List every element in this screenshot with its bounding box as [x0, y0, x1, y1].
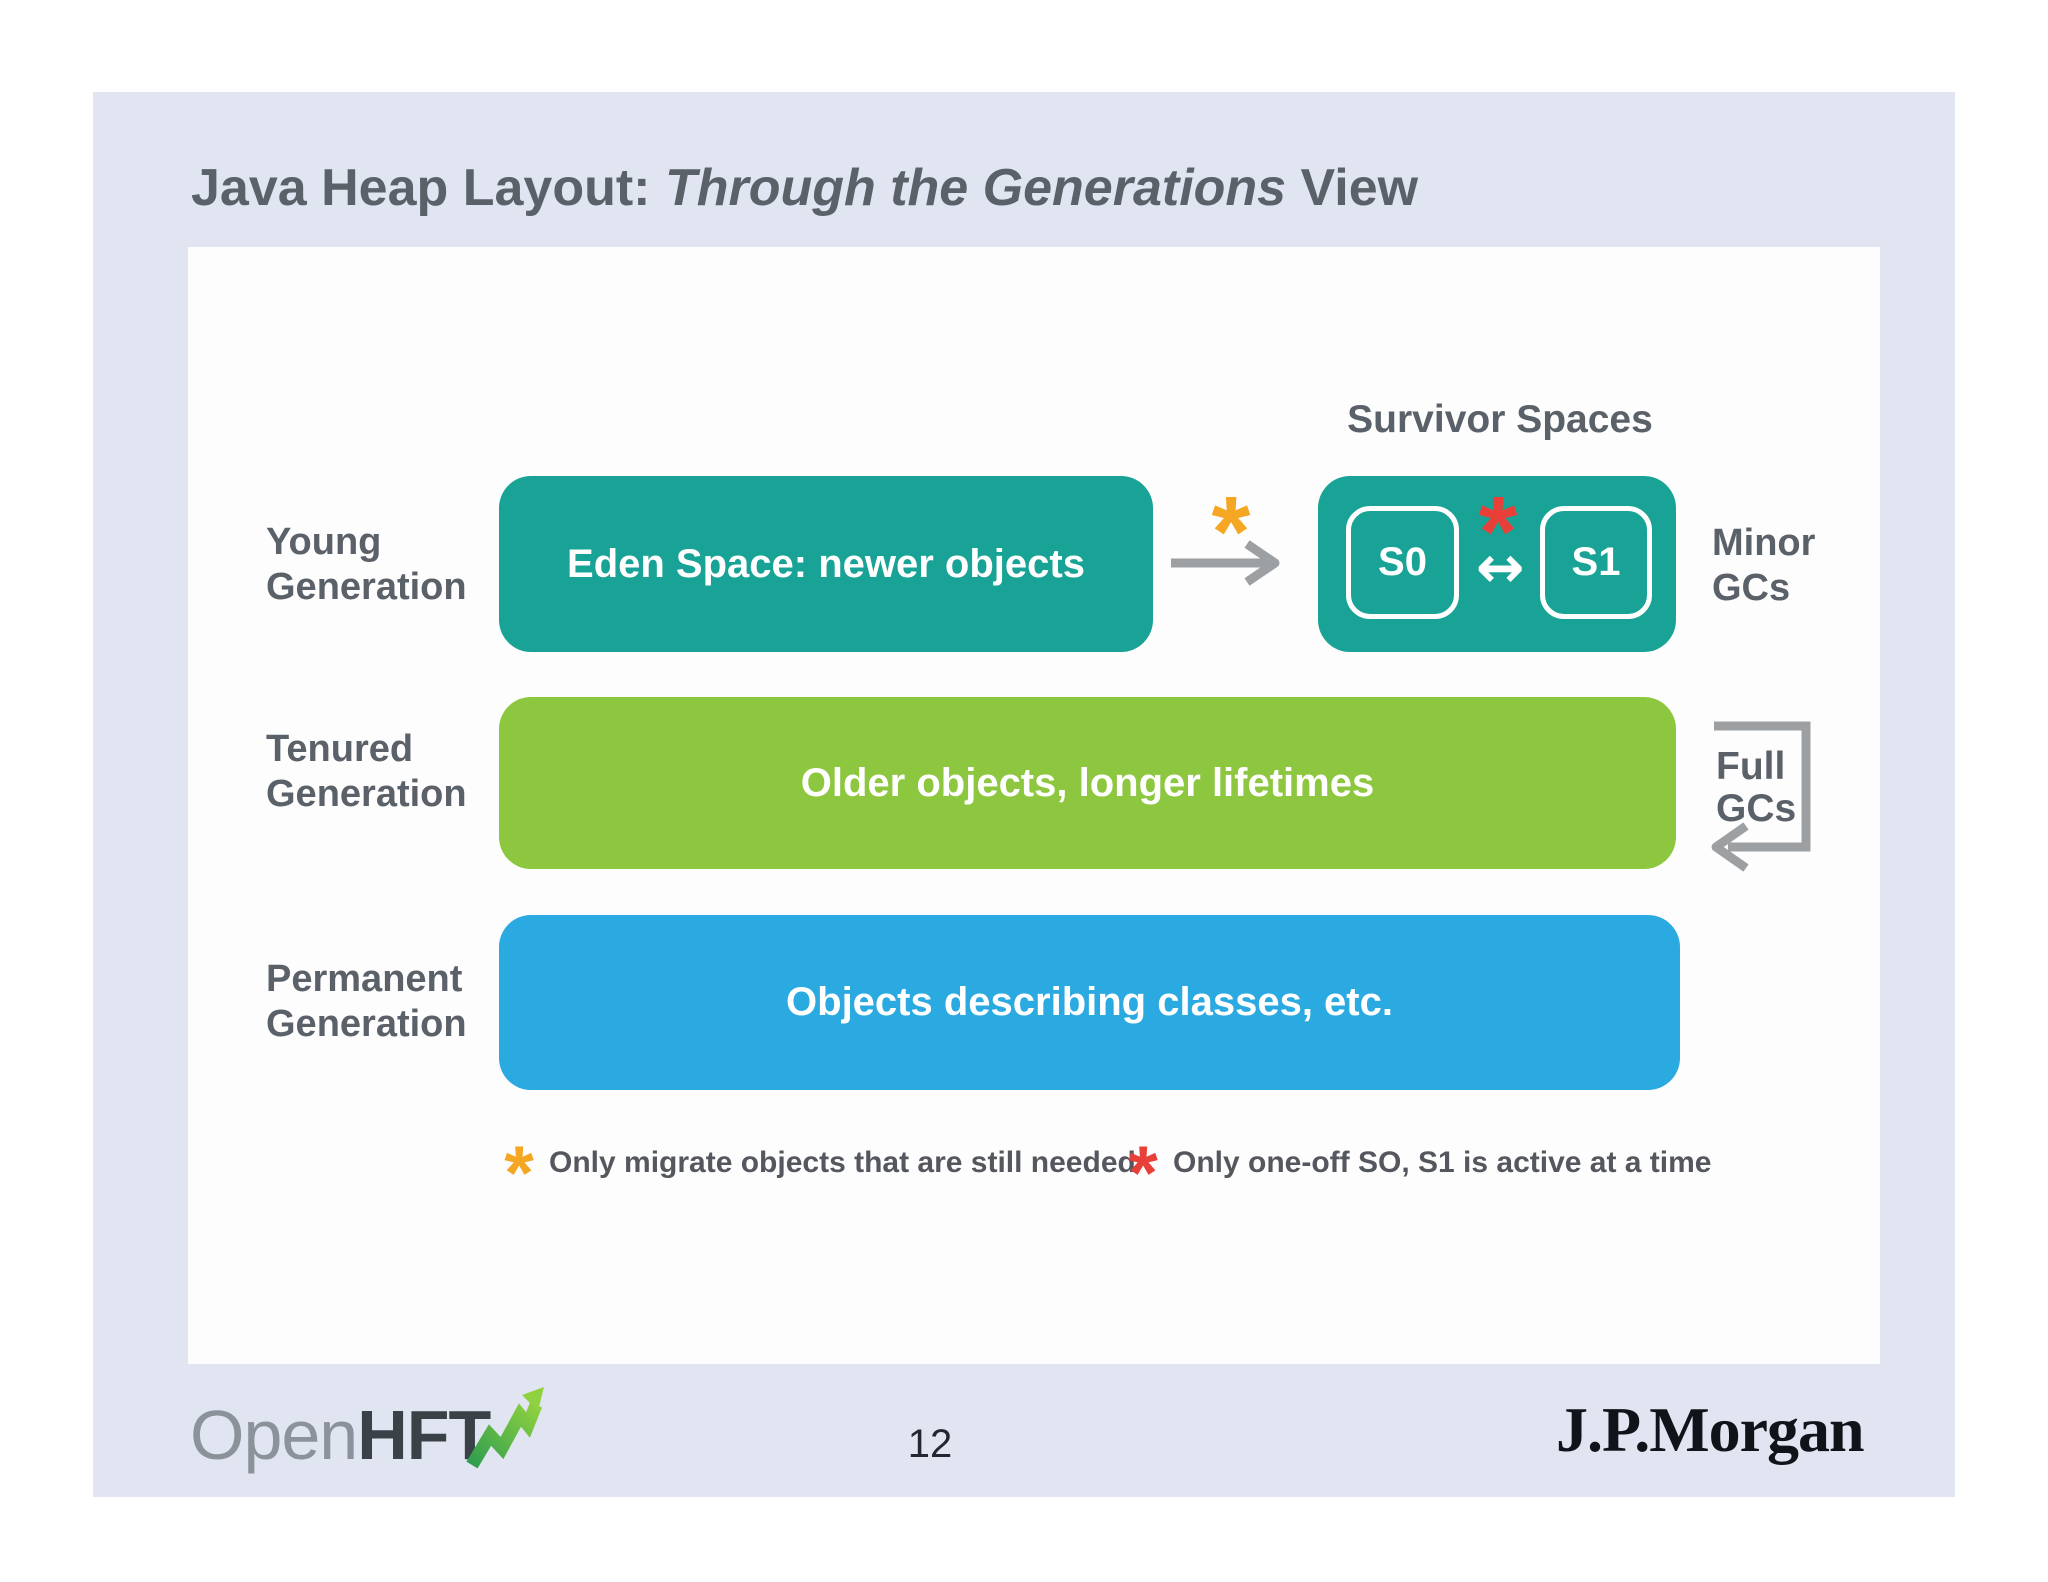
survivor-spaces-label: Survivor Spaces — [1347, 398, 1653, 441]
openhft-logo: OpenHFT — [190, 1396, 491, 1478]
tenured-generation-label-line2: Generation — [266, 773, 467, 815]
minor-gcs-label: Minor GCs — [1712, 521, 1815, 611]
footnote-orange-text: Only migrate objects that are still need… — [549, 1146, 1136, 1179]
title-prefix: Java Heap Layout: — [191, 159, 665, 217]
full-gcs-label: Full GCs — [1716, 746, 1796, 830]
openhft-logo-open: Open — [190, 1396, 358, 1474]
permanent-box: Objects describing classes, etc. — [499, 915, 1680, 1090]
openhft-chart-arrow-icon — [466, 1387, 544, 1469]
young-generation-label-line2: Generation — [266, 566, 467, 608]
tenured-generation-label: Tenured Generation — [266, 727, 467, 817]
permanent-box-text: Objects describing classes, etc. — [786, 980, 1393, 1024]
footnote-red-asterisk-icon: * — [1128, 1131, 1158, 1216]
footnote-orange-asterisk-icon: * — [504, 1131, 534, 1216]
s0-s1-swap-arrow-icon: ↔ — [1475, 533, 1525, 601]
tenured-box: Older objects, longer lifetimes — [499, 697, 1676, 869]
orange-asterisk-icon: * — [1211, 476, 1251, 588]
tenured-box-text: Older objects, longer lifetimes — [800, 760, 1375, 805]
survivor-s1-box: S1 — [1540, 506, 1652, 619]
survivor-s1-label: S1 — [1571, 540, 1621, 584]
survivor-spaces-box — [1318, 476, 1676, 652]
permanent-generation-label-line2: Generation — [266, 1003, 467, 1045]
full-gcs-label-line1: Full — [1716, 745, 1786, 788]
eden-to-survivor-arrow-icon — [1171, 540, 1280, 586]
minor-gcs-label-line1: Minor — [1712, 522, 1816, 564]
survivor-s0-box: S0 — [1346, 506, 1459, 619]
footnote-red-text: Only one-off SO, S1 is active at a time — [1173, 1146, 1712, 1179]
eden-space-box-text: Eden Space: newer objects — [567, 541, 1085, 586]
survivor-s0-label: S0 — [1378, 540, 1427, 584]
permanent-generation-label-line1: Permanent — [266, 958, 463, 1000]
tenured-generation-label-line1: Tenured — [266, 728, 414, 770]
full-gcs-label-line2: GCs — [1716, 787, 1797, 830]
permanent-generation-label: Permanent Generation — [266, 957, 467, 1047]
title-suffix: View — [1286, 159, 1419, 217]
jpmorgan-logo: J.P.Morgan — [1556, 1394, 1865, 1465]
red-asterisk-icon: * — [1478, 476, 1518, 588]
young-generation-label: Young Generation — [266, 520, 467, 610]
full-gc-loop-arrow-icon — [1711, 721, 1811, 872]
minor-gcs-label-line2: GCs — [1712, 567, 1791, 609]
eden-space-box: Eden Space: newer objects — [499, 476, 1153, 652]
slide-title: Java Heap Layout: Through the Generation… — [191, 160, 1691, 218]
young-generation-label-line1: Young — [266, 521, 382, 563]
title-italic: Through the Generations — [664, 159, 1287, 217]
page-number: 12 — [907, 1422, 953, 1466]
